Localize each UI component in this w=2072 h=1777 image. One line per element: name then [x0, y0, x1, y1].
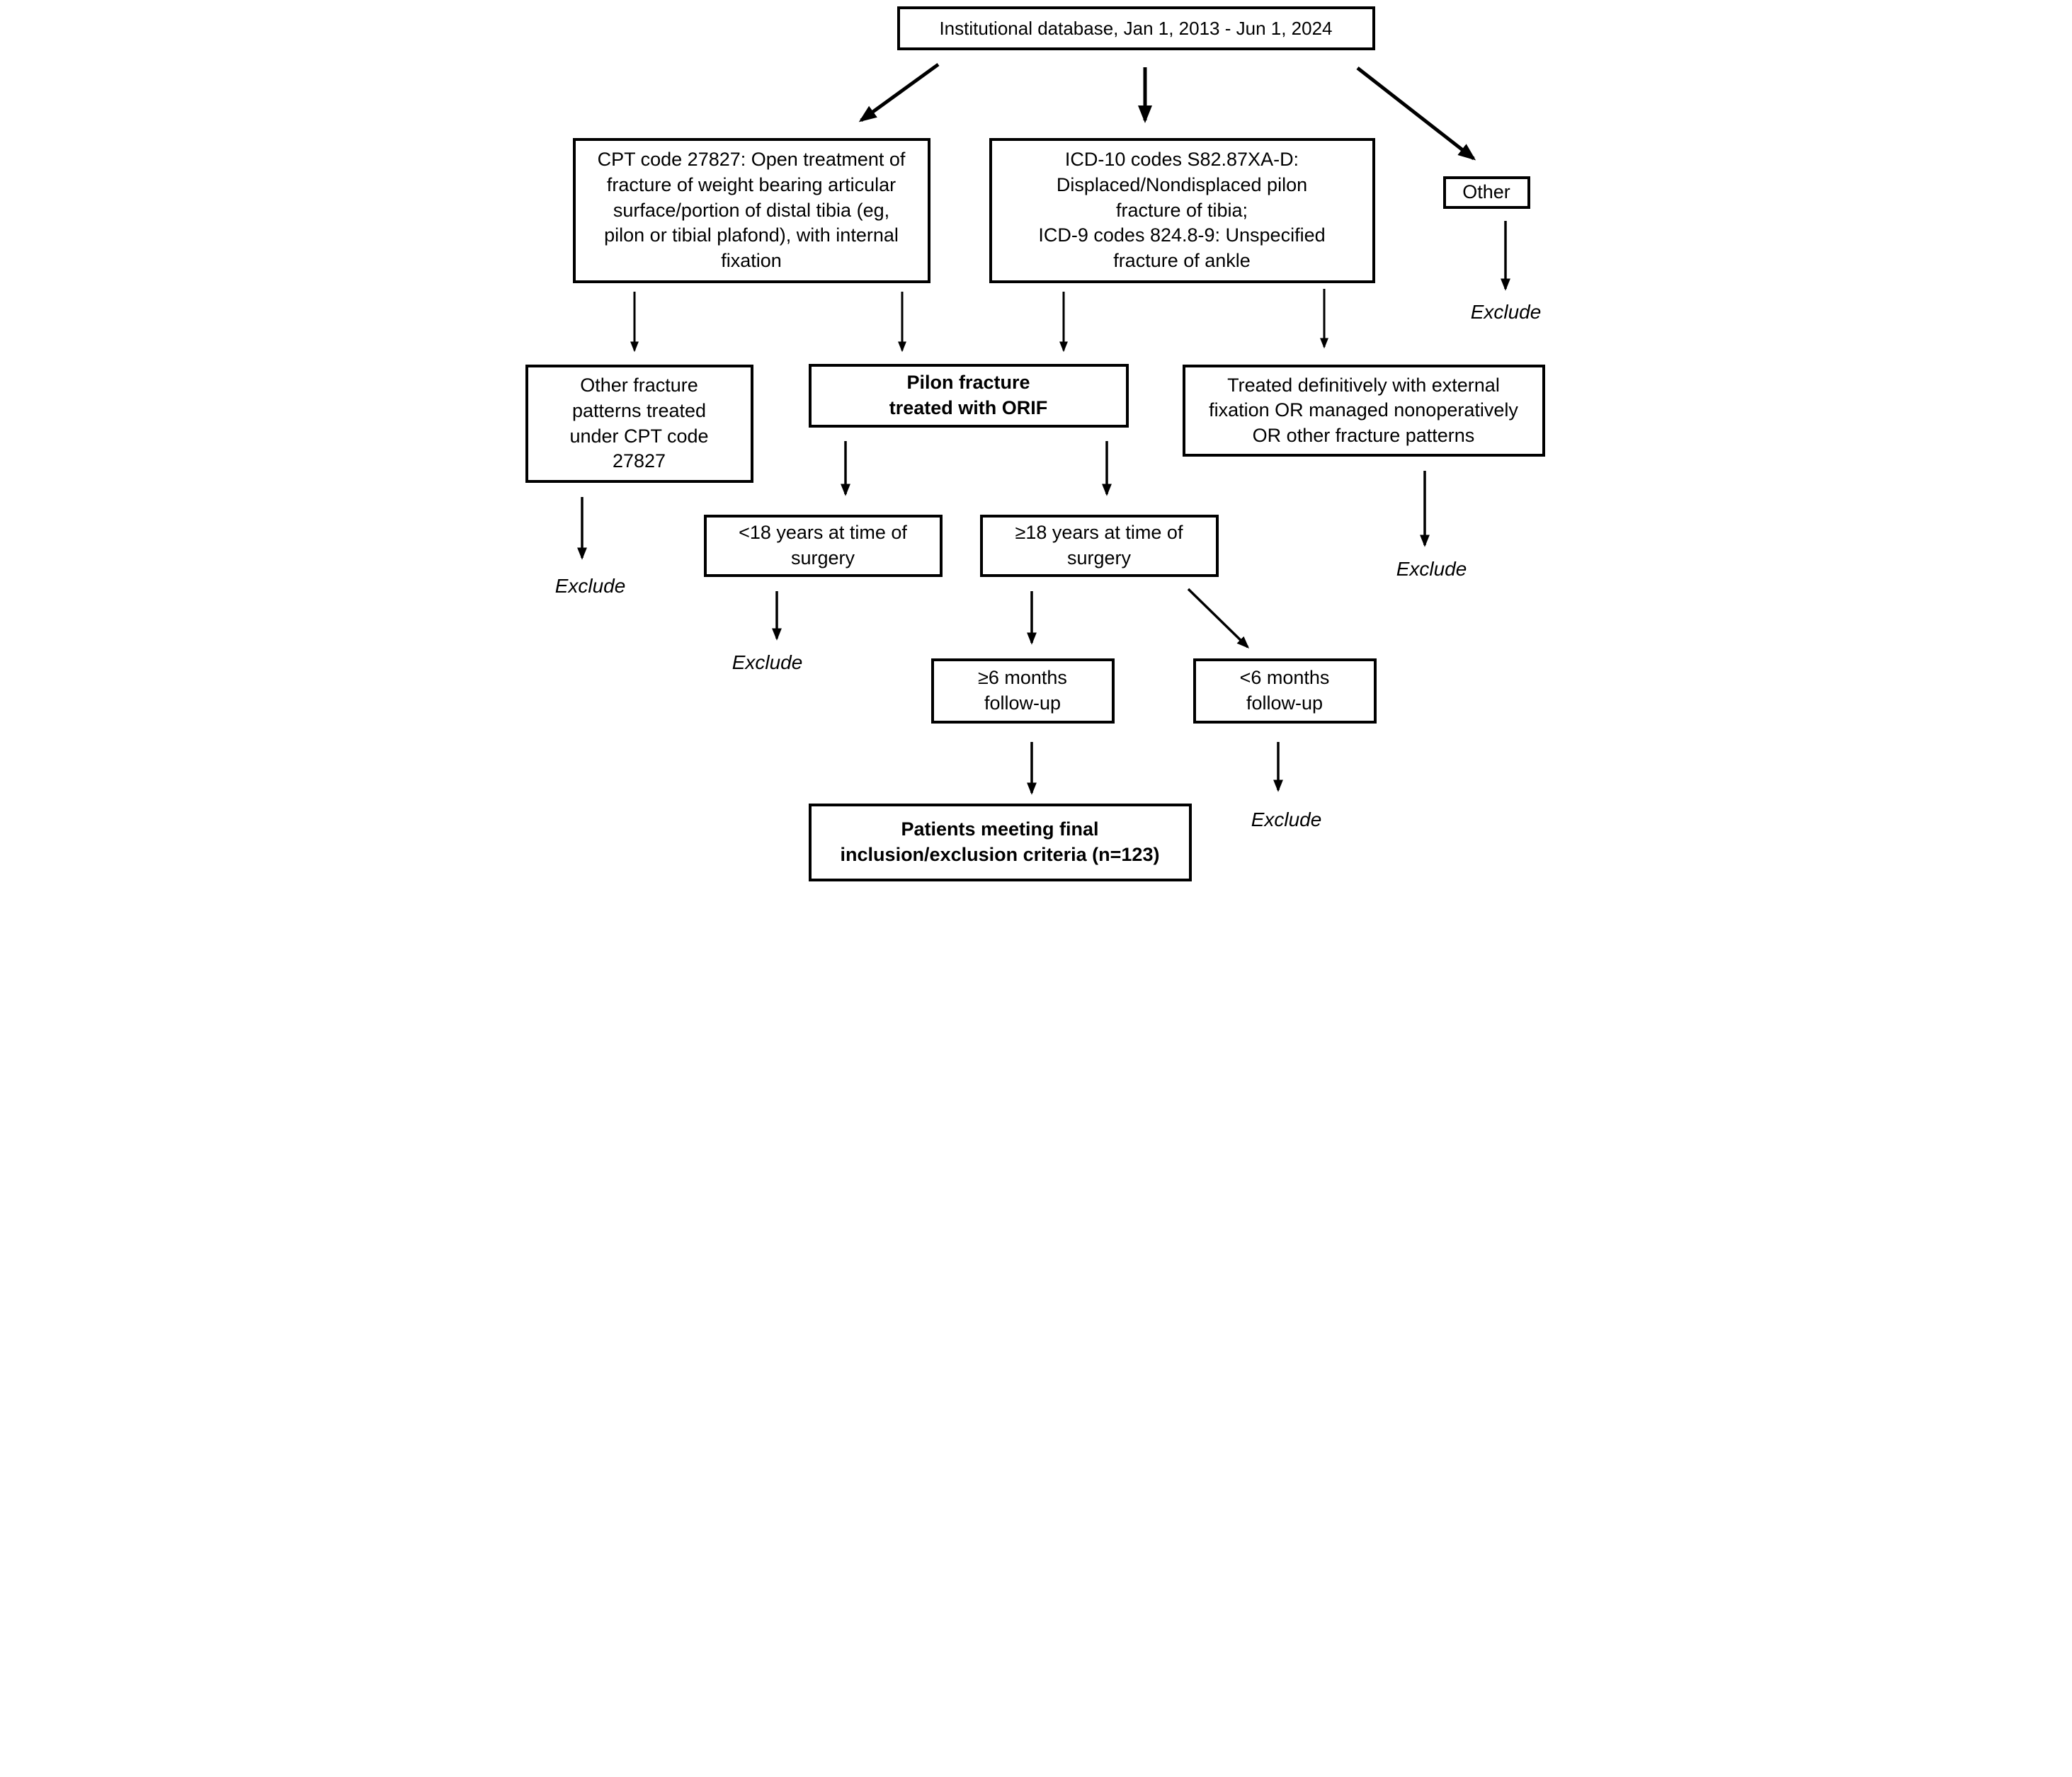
- node-other-fracture-patterns-text: Other fracture patterns treated under CP…: [569, 375, 709, 472]
- node-other-fracture-patterns: Other fracture patterns treated under CP…: [525, 365, 753, 483]
- node-treated-external-fixation: Treated definitively with external fixat…: [1182, 365, 1545, 457]
- node-followup-under-6-months-text: <6 months follow-up: [1239, 667, 1330, 714]
- exclude-label-after-other-fracture: Exclude: [554, 575, 626, 597]
- node-other: Other: [1442, 176, 1530, 209]
- node-final-inclusion-criteria-text: Patients meeting final inclusion/exclusi…: [840, 818, 1160, 865]
- node-18-years-or-older-text: ≥18 years at time of surgery: [1015, 522, 1183, 568]
- exclude-label-after-other: Exclude: [1470, 301, 1542, 323]
- node-icd-codes-text: ICD-10 codes S82.87XA-D: Displaced/Nondi…: [1038, 149, 1326, 271]
- arrow-database-to-cpt: [858, 62, 939, 122]
- node-institutional-database-text: Institutional database, Jan 1, 2013 - Ju…: [939, 17, 1333, 39]
- node-under-18-years: <18 years at time of surgery: [703, 515, 943, 577]
- node-under-18-years-text: <18 years at time of surgery: [739, 522, 907, 568]
- node-pilon-fracture-orif-text: Pilon fracture treated with ORIF: [889, 372, 1048, 418]
- exclude-label-after-fu-lt6: Exclude: [1251, 808, 1322, 830]
- node-institutional-database: Institutional database, Jan 1, 2013 - Ju…: [896, 6, 1375, 50]
- node-cpt-code-27827: CPT code 27827: Open treatment of fractu…: [572, 138, 930, 283]
- node-followup-6-months-or-more: ≥6 months follow-up: [930, 658, 1115, 724]
- node-other-text: Other: [1462, 181, 1510, 203]
- exclude-label-after-under18: Exclude: [732, 651, 803, 673]
- node-followup-6-months-or-more-text: ≥6 months follow-up: [978, 667, 1067, 714]
- node-treated-external-fixation-text: Treated definitively with external fixat…: [1209, 374, 1518, 446]
- arrow-adult-to-fu-lt6: [1187, 588, 1249, 648]
- node-pilon-fracture-orif: Pilon fracture treated with ORIF: [808, 364, 1129, 428]
- exclude-label-after-treated-ext: Exclude: [1396, 558, 1467, 580]
- node-cpt-code-27827-text: CPT code 27827: Open treatment of fractu…: [597, 149, 906, 271]
- node-icd-codes: ICD-10 codes S82.87XA-D: Displaced/Nondi…: [989, 138, 1375, 283]
- node-final-inclusion-criteria: Patients meeting final inclusion/exclusi…: [808, 804, 1192, 881]
- flowchart-canvas: Institutional database, Jan 1, 2013 - Ju…: [518, 0, 1554, 888]
- node-18-years-or-older: ≥18 years at time of surgery: [979, 515, 1219, 577]
- node-followup-under-6-months: <6 months follow-up: [1192, 658, 1377, 724]
